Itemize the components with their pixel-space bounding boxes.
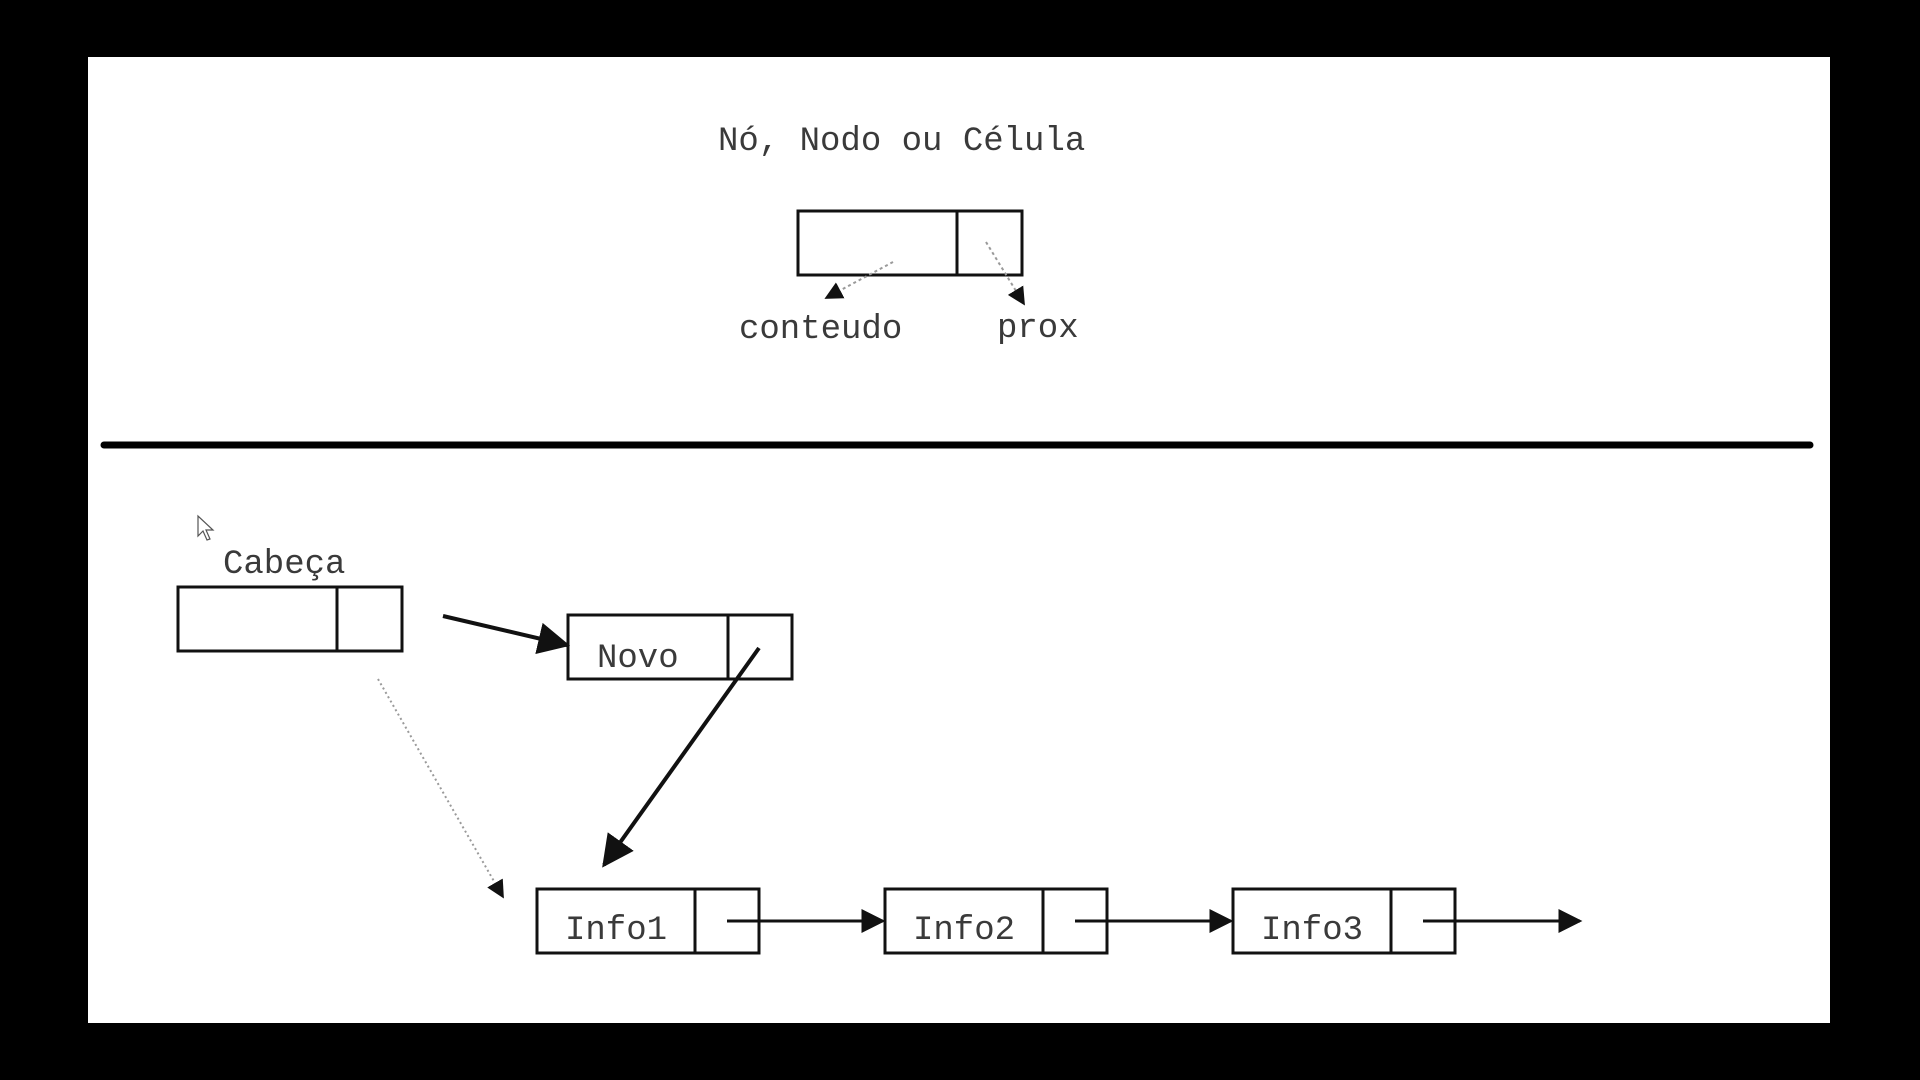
head-node: [176, 585, 404, 653]
next-pointer-arrow: [985, 241, 1025, 306]
node-content-cell: [796, 209, 1024, 277]
content-label: conteudo: [739, 311, 902, 349]
head-node-box: [176, 585, 404, 653]
head-to-new-arrow: [442, 614, 571, 655]
new-to-info1-arrow: [602, 646, 761, 868]
info1-label: Info1: [565, 912, 667, 950]
head-label: Cabeça: [223, 546, 345, 584]
slide-canvas: [88, 57, 1830, 1023]
mouse-cursor-icon: [197, 514, 215, 541]
next-label: prox: [997, 310, 1079, 348]
list-node-info3: Info3: [1231, 887, 1457, 955]
old-head-to-info1-arrow: [377, 678, 504, 899]
new-node: Novo: [566, 613, 794, 681]
list-node-info1: Info1: [535, 887, 761, 955]
new-node-label: Novo: [597, 640, 679, 678]
node-anatomy: [796, 209, 1025, 306]
node-title: Nó, Nodo ou Célula: [718, 123, 1085, 161]
content-pointer-arrow: [824, 261, 894, 299]
list-node-info2: Info2: [883, 887, 1109, 955]
info3-label: Info3: [1261, 912, 1363, 950]
info2-label: Info2: [913, 912, 1015, 950]
